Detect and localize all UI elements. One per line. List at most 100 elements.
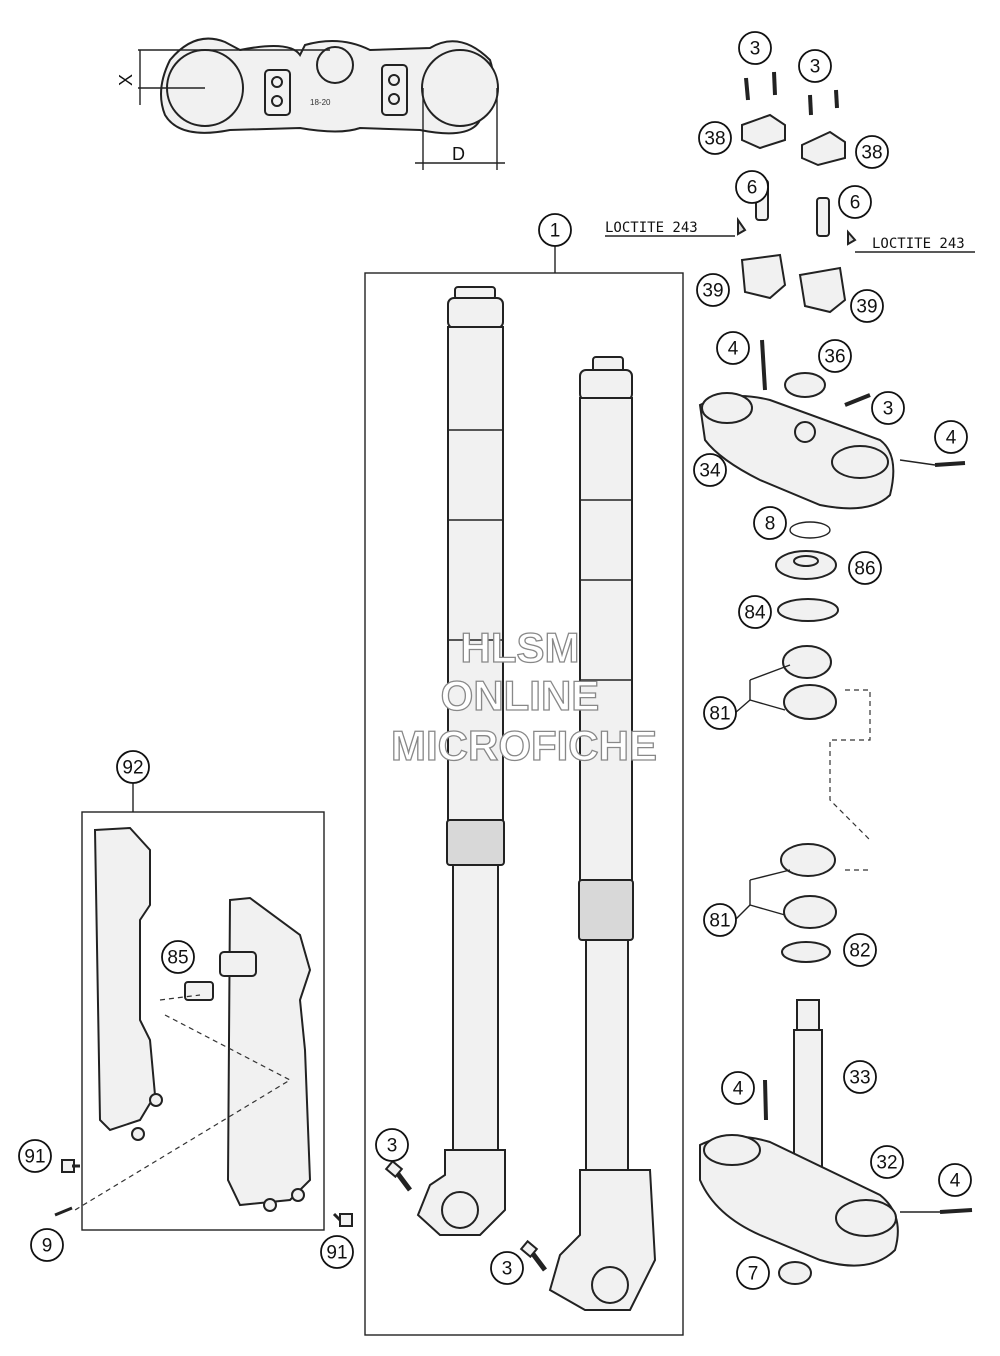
bolt-3-clamp [844, 393, 871, 407]
callout-c38a: 38 [698, 121, 732, 155]
callout-circle [735, 170, 769, 204]
bearing-81-upper [782, 645, 837, 720]
callout-circle [490, 1251, 524, 1285]
callout-circle [698, 121, 732, 155]
callout-circle [938, 1163, 972, 1197]
callout-c4b: 4 [934, 420, 968, 454]
loctite-label-right: LOCTITE 243 [872, 236, 965, 252]
callout-number: 91 [24, 1147, 45, 1168]
callout-circle [375, 1128, 409, 1162]
callout-circle [18, 1139, 52, 1173]
callout-number: 9 [42, 1236, 53, 1257]
callout-number: 1 [550, 221, 561, 242]
seal-82 [781, 941, 831, 963]
callout-circle [870, 1145, 904, 1179]
bolt-91-left [61, 1159, 80, 1173]
callout-number: 39 [702, 281, 723, 302]
callout-c3d: 3 [375, 1128, 409, 1162]
watermark-line3: MICROFICHE [391, 722, 657, 769]
nut-7 [778, 1261, 812, 1285]
callout-c36: 36 [818, 339, 852, 373]
callout-c4a: 4 [716, 331, 750, 365]
bolt-4-clamp-upper [934, 461, 966, 467]
seal-84 [777, 598, 839, 622]
callout-circle [703, 903, 737, 937]
callout-circle [538, 213, 572, 247]
callout-circle [843, 1060, 877, 1094]
callout-c3e: 3 [490, 1251, 524, 1285]
callout-circle [850, 289, 884, 323]
callout-circle [871, 391, 905, 425]
dust-cover-86 [775, 550, 837, 580]
bolt-4-top [760, 339, 767, 391]
callout-circle [721, 1071, 755, 1105]
callout-c81a: 81 [703, 696, 737, 730]
callout-circle [161, 940, 195, 974]
callout-number: 3 [750, 39, 761, 60]
callout-circle [738, 595, 772, 629]
callout-number: 91 [326, 1243, 347, 1264]
callout-circle [798, 49, 832, 83]
callout-number: 3 [502, 1259, 513, 1280]
callout-c3a: 3 [738, 31, 772, 65]
dim-x-label: X [116, 74, 136, 86]
callouts: 1333334444667893233343638383939818182848… [18, 31, 972, 1290]
callout-circle [818, 339, 852, 373]
clamp-85 [184, 951, 257, 1001]
callout-circle [838, 185, 872, 219]
callout-c92: 92 [116, 750, 150, 784]
triple-clamp-dimension-view: 18-20 X D [116, 37, 505, 170]
callout-c38b: 38 [855, 135, 889, 169]
callout-c86: 86 [848, 551, 882, 585]
callout-c91b: 91 [320, 1235, 354, 1269]
callout-circle [736, 1256, 770, 1290]
bolts-3-top [744, 71, 839, 116]
callout-circle [116, 750, 150, 784]
callout-number: 38 [704, 129, 725, 150]
fork-leg-left [416, 286, 506, 1236]
callout-number: 4 [728, 339, 739, 360]
callout-number: 92 [122, 758, 143, 779]
callout-c85: 85 [161, 940, 195, 974]
callout-number: 4 [946, 428, 957, 449]
callout-circle [716, 331, 750, 365]
callout-number: 4 [950, 1171, 961, 1192]
oring-8 [789, 521, 831, 539]
callout-circle [703, 696, 737, 730]
clamp-38-left [741, 113, 786, 150]
callout-c3b: 3 [798, 49, 832, 83]
callout-c33: 33 [843, 1060, 877, 1094]
callout-c91a: 91 [18, 1139, 52, 1173]
callout-c32: 32 [870, 1145, 904, 1179]
watermark: HLSM ONLINE MICROFICHE [390, 623, 657, 769]
fork-leg-right [548, 356, 657, 1311]
cap-36 [784, 372, 826, 398]
callout-circle [693, 453, 727, 487]
steering-stem-33 [793, 999, 823, 1181]
callout-number: 84 [744, 603, 766, 624]
callout-circle [855, 135, 889, 169]
bar-mounts-39 [740, 253, 847, 314]
callout-number: 33 [849, 1068, 870, 1089]
callout-number: 6 [747, 178, 758, 199]
callout-c6b: 6 [838, 185, 872, 219]
callout-c4d: 4 [938, 1163, 972, 1197]
callout-c84: 84 [738, 595, 772, 629]
callout-number: 3 [810, 57, 821, 78]
callout-c3c: 3 [871, 391, 905, 425]
callout-number: 85 [167, 948, 188, 969]
callout-number: 81 [709, 911, 730, 932]
lower-triple-clamp-32 [699, 1134, 899, 1267]
bearing-81-lower [780, 843, 837, 929]
bolt-3-fork-right [519, 1239, 547, 1272]
callout-number: 39 [856, 297, 877, 318]
callout-circle [320, 1235, 354, 1269]
watermark-line2: ONLINE [441, 672, 600, 719]
loctite-label-left: LOCTITE 243 [605, 220, 698, 236]
upper-triple-clamp-34 [698, 392, 895, 510]
watermark-line1: HLSM [461, 624, 580, 671]
callout-c4c: 4 [721, 1071, 755, 1105]
callout-circle [696, 273, 730, 307]
clamp-marking: 18-20 [310, 98, 331, 107]
